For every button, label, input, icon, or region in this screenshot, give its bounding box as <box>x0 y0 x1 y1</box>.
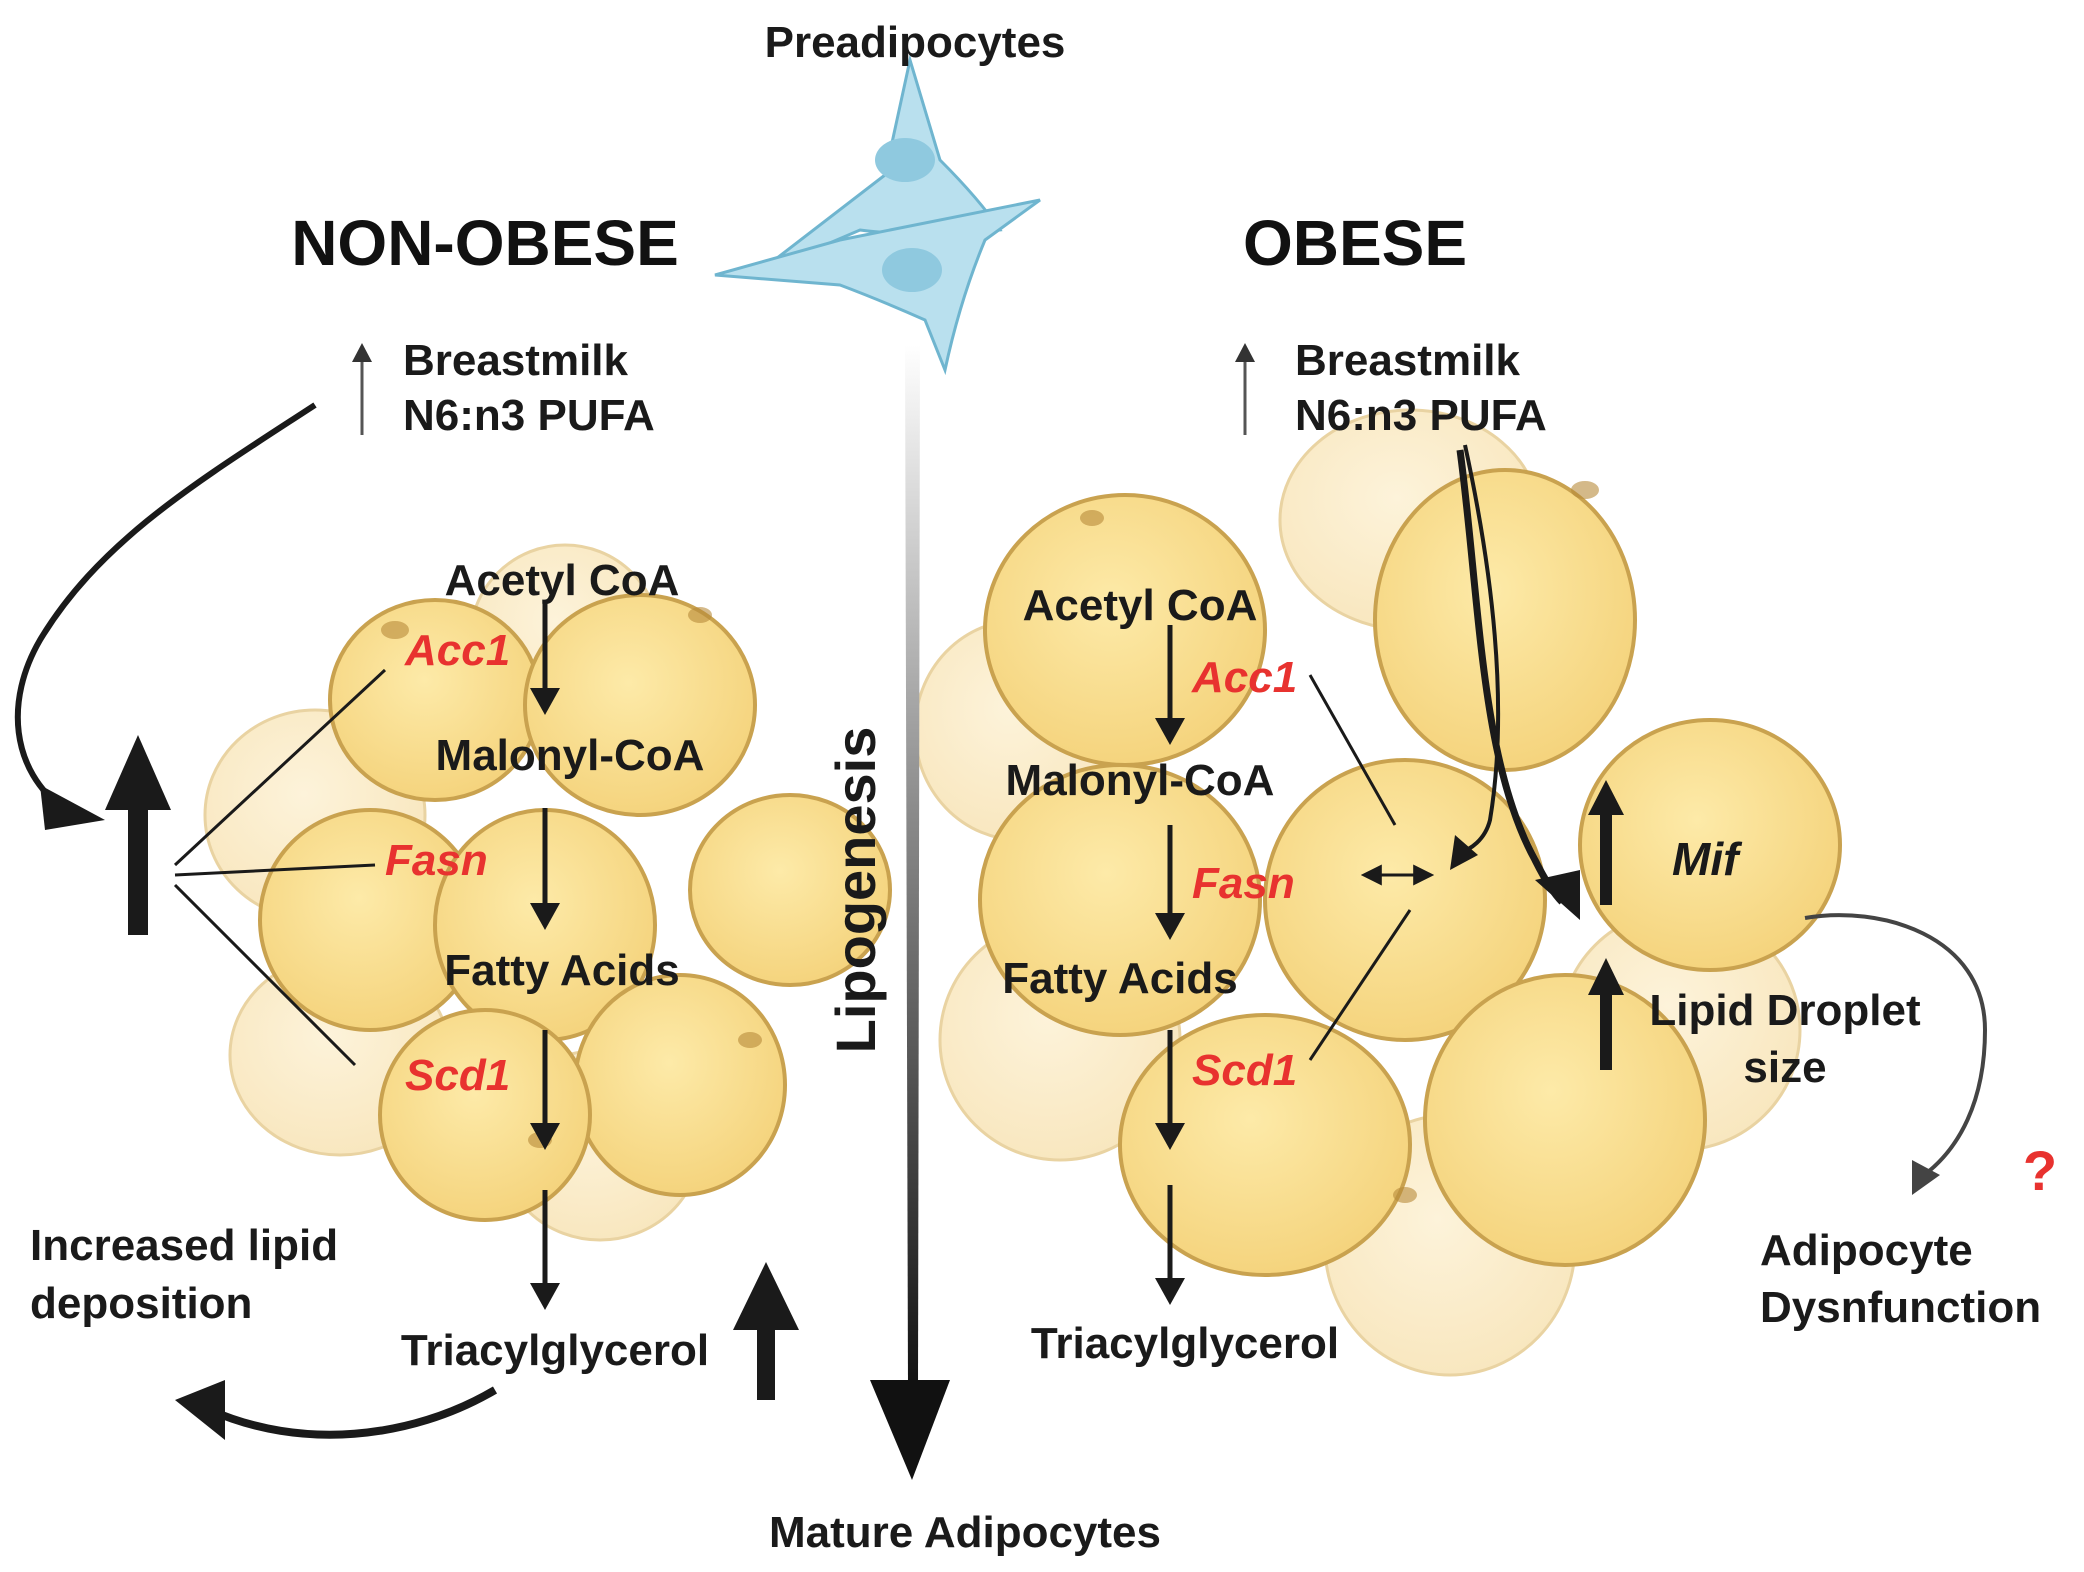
right-malonyl-coa: Malonyl-CoA <box>1006 756 1275 805</box>
adipocyte-cell <box>983 493 1267 767</box>
right-adipocyte-cluster <box>913 408 1842 1377</box>
dysfunction-arrowhead <box>1912 1160 1940 1195</box>
left-breastmilk-arrow <box>352 343 372 435</box>
dysfunction-label: Dysnfunction <box>1760 1283 2041 1332</box>
dysfunction-curved-arrow <box>1804 913 1988 1180</box>
left-gene-acc1: Acc1 <box>404 626 510 675</box>
left-curved-arrow <box>14 402 317 813</box>
mif-label: Mif <box>1672 833 1743 885</box>
tag-upregulation-arrow <box>733 1262 799 1400</box>
adipocyte-cell <box>1118 1013 1412 1277</box>
nucleus <box>738 1032 762 1048</box>
adipocyte-label: Adipocyte <box>1760 1226 1973 1275</box>
left-pufa-label: N6:n3 PUFA <box>403 391 655 440</box>
adipocyte-cell <box>1373 468 1637 772</box>
right-curved-arrowhead-2 <box>1535 870 1580 920</box>
right-pathway-arrows <box>1155 625 1185 1305</box>
deposition-arrowhead <box>175 1380 225 1440</box>
deposition-label: deposition <box>30 1279 252 1328</box>
nucleus <box>1080 510 1104 526</box>
left-triacylglycerol: Triacylglycerol <box>401 1326 709 1375</box>
right-fatty-acids: Fatty Acids <box>1002 954 1238 1003</box>
left-gene-fasn: Fasn <box>385 836 488 885</box>
right-gene-fasn: Fasn <box>1192 859 1295 908</box>
right-gene-connectors <box>1308 674 1412 1061</box>
adipocyte-cell <box>573 973 787 1197</box>
left-pathway-arrows <box>530 600 560 1310</box>
adipocyte-cell <box>1263 758 1547 1042</box>
lipogenesis-label: Lipogenesis <box>824 727 887 1054</box>
right-triacylglycerol: Triacylglycerol <box>1031 1319 1339 1368</box>
left-acetyl-coa: Acetyl CoA <box>445 556 680 605</box>
adipocyte-cell <box>523 593 757 817</box>
right-breastmilk-arrow <box>1235 343 1255 435</box>
right-gene-acc1: Acc1 <box>1191 653 1297 702</box>
obese-heading: OBESE <box>1243 207 1467 279</box>
left-breastmilk-label: Breastmilk <box>403 336 629 385</box>
right-pufa-label: N6:n3 PUFA <box>1295 391 1547 440</box>
increased-lipid-label: Increased lipid <box>30 1221 338 1270</box>
adipocyte-cell <box>1578 718 1842 972</box>
adipocyte-cell <box>978 763 1262 1037</box>
left-fatty-acids: Fatty Acids <box>444 946 680 995</box>
adipocyte-cell <box>1423 973 1707 1267</box>
mature-adipocytes-label: Mature Adipocytes <box>769 1508 1161 1557</box>
question-mark: ? <box>2023 1139 2057 1202</box>
lipogenesis-arrow <box>870 345 950 1480</box>
preadipocytes-label: Preadipocytes <box>765 18 1066 67</box>
adipocyte-cell <box>378 1008 592 1222</box>
left-malonyl-coa: Malonyl-CoA <box>436 731 705 780</box>
nucleus <box>688 607 712 623</box>
nucleus <box>381 621 409 639</box>
right-acetyl-coa: Acetyl CoA <box>1023 581 1258 630</box>
right-curved-arrowhead-1 <box>1450 835 1478 870</box>
left-upregulation-arrow <box>105 735 171 935</box>
left-gene-scd1: Scd1 <box>405 1051 510 1100</box>
right-curved-arrow-1 <box>1459 444 1501 854</box>
right-gene-scd1: Scd1 <box>1192 1046 1297 1095</box>
preadipocyte-cells <box>714 54 1041 376</box>
adipocyte-cell <box>688 793 892 987</box>
left-adipocyte-cluster <box>203 543 892 1242</box>
deposition-curved-arrow <box>208 1386 498 1439</box>
droplet-up-arrow <box>1588 958 1624 1070</box>
nucleus <box>1571 481 1599 499</box>
left-curved-arrowhead <box>40 785 105 830</box>
nucleus <box>1393 1187 1417 1203</box>
non-obese-heading: NON-OBESE <box>291 207 679 279</box>
lipid-droplet-label: Lipid Droplet <box>1649 986 1921 1035</box>
right-breastmilk-label: Breastmilk <box>1295 336 1521 385</box>
left-gene-connectors <box>173 668 387 1067</box>
droplet-size-label: size <box>1743 1043 1826 1092</box>
mif-up-arrow <box>1588 780 1624 905</box>
